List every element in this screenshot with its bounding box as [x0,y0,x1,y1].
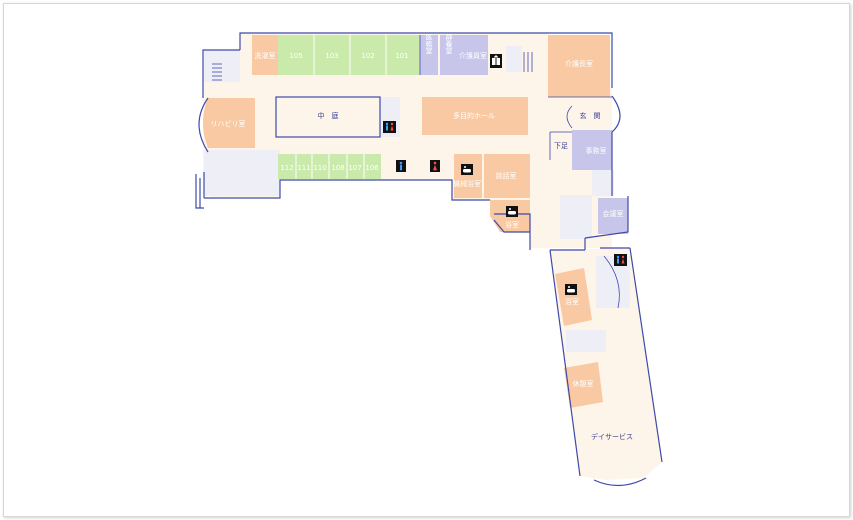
bath-icon [461,164,473,175]
room-110: 110 [313,164,326,172]
middle-rooms [203,96,628,234]
bath-icon [565,284,577,295]
room-office: 事務室 [586,146,607,155]
restroom-icon [614,254,627,266]
courtyard-label: 中 庭 [318,111,339,120]
room-rest: 休憩室 [573,379,594,388]
room-quiet: 静養室 [445,33,453,55]
restroom-icon [383,121,396,133]
female-toilet-icon [430,160,440,172]
room-bath-1: 浴室 [505,220,519,229]
room-112: 112 [280,164,293,172]
elevator-icon [490,54,502,68]
room-106: 106 [365,164,379,172]
room-111: 111 [297,164,310,172]
room-107: 107 [348,164,361,172]
room-laundry: 洗濯室 [255,51,276,60]
room-caregiver: 介護員室 [459,51,487,60]
room-105: 105 [289,52,302,60]
male-toilet-icon [396,160,406,172]
room-108: 108 [331,164,344,172]
room-101: 101 [395,52,408,60]
room-rehab: リハビリ室 [211,119,246,128]
room-labels: 洗濯室 105 103 102 101 医務室 静養室 介護員室 介護長室 リハ… [211,33,634,441]
lower-wing-rooms [555,268,603,408]
top-rooms [252,35,610,97]
day-service-label: デイサービス [591,432,633,441]
shoe-area-label: 下足 [554,142,568,150]
room-hall: 多目的ホール [453,111,495,120]
walls [195,32,663,487]
room-102: 102 [361,52,374,60]
bath-icon [506,206,518,217]
room-103: 103 [325,52,338,60]
bottom-rooms [278,154,530,232]
room-bath-2: 浴室 [565,297,579,306]
entrance-label: 玄 関 [580,111,601,120]
room-medical: 医務室 [425,34,433,55]
room-meeting: 会議室 [603,209,624,218]
entrance-details [566,105,620,309]
room-mech-bath: 機械浴室 [453,179,481,188]
room-care-chief: 介護長室 [565,59,593,68]
room-consult: 談話室 [496,171,517,180]
